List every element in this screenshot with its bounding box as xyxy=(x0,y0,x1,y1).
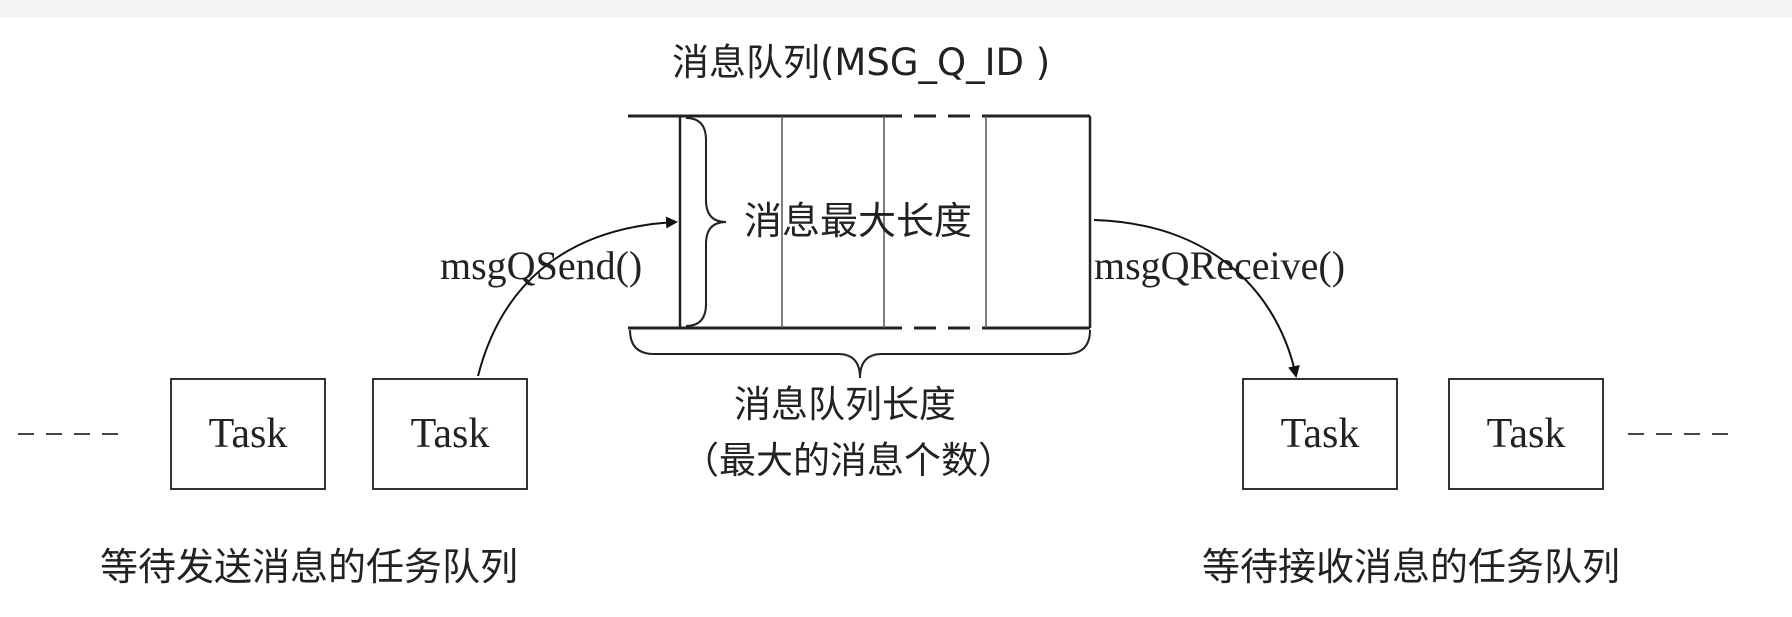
receive-wait-caption: 等待接收消息的任务队列 xyxy=(1202,545,1621,589)
task-label: Task xyxy=(410,411,490,457)
receive-arrow xyxy=(1093,219,1300,378)
task-label: Task xyxy=(1280,411,1360,457)
receive-wait-task-box: Task xyxy=(1448,378,1604,490)
receive-label: msgQReceive() xyxy=(1094,243,1346,288)
max-length-label: 消息最大长度 xyxy=(744,199,973,243)
queue-length-note: （最大的消息个数） xyxy=(682,439,1015,482)
send-label: msgQSend() xyxy=(440,243,643,288)
send-wait-task-box: Task xyxy=(372,378,528,490)
receive-wait-task-box: Task xyxy=(1242,378,1398,490)
max-length-brace xyxy=(685,117,727,327)
send-wait-task-box: Task xyxy=(170,378,326,490)
queue-title: 消息队列(MSG_Q_ID ) xyxy=(672,41,1051,84)
send-wait-caption: 等待发送消息的任务队列 xyxy=(100,545,519,589)
send-arrow xyxy=(477,216,678,377)
task-label: Task xyxy=(1486,411,1566,457)
queue-length-label: 消息队列长度 xyxy=(734,383,956,426)
task-label: Task xyxy=(208,411,288,457)
queue-length-brace xyxy=(629,329,1091,379)
top-strip xyxy=(0,0,1792,18)
